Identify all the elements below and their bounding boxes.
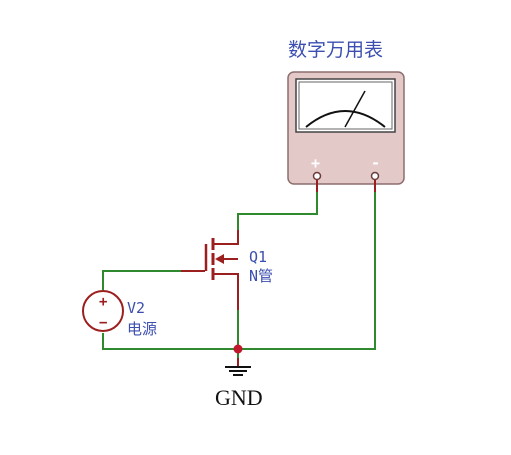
source-minus-sign: −	[99, 315, 107, 331]
multimeter-display-bezel	[298, 81, 393, 130]
wire-source-plus-to-gate[interactable]	[102, 270, 181, 290]
body-arrow-icon	[215, 254, 224, 264]
source-lead	[213, 273, 239, 310]
junction-dot	[233, 344, 243, 354]
v2-ref-label: V2	[127, 299, 145, 317]
v2-name-label: 电源	[127, 320, 157, 338]
mosfet-q1[interactable]: Q1 N管	[181, 230, 273, 310]
wire-meter-minus-to-ground[interactable]	[238, 192, 376, 350]
ground-label: GND	[215, 385, 263, 410]
voltage-source-v2[interactable]: + − V2 电源	[82, 290, 157, 338]
source-circle	[82, 290, 124, 332]
multimeter[interactable]: 数字万用表 + -	[287, 39, 405, 185]
meter-minus-label: -	[371, 154, 380, 172]
multimeter-title: 数字万用表	[288, 39, 383, 61]
wire-meter-plus-to-drain[interactable]	[237, 192, 318, 230]
q1-type-label: N管	[249, 267, 273, 285]
source-plus-sign: +	[99, 294, 107, 310]
q1-ref-label: Q1	[249, 248, 267, 266]
meter-plus-label: +	[311, 154, 320, 172]
meter-scale-arc	[305, 110, 386, 128]
meter-minus-terminal[interactable]	[370, 171, 380, 181]
drain-lead	[213, 230, 239, 245]
wire-source-minus-to-ground[interactable]	[102, 333, 238, 350]
meter-plus-terminal[interactable]	[312, 171, 322, 181]
meter-needle	[344, 90, 366, 128]
ground-symbol[interactable]: GND	[215, 358, 263, 410]
